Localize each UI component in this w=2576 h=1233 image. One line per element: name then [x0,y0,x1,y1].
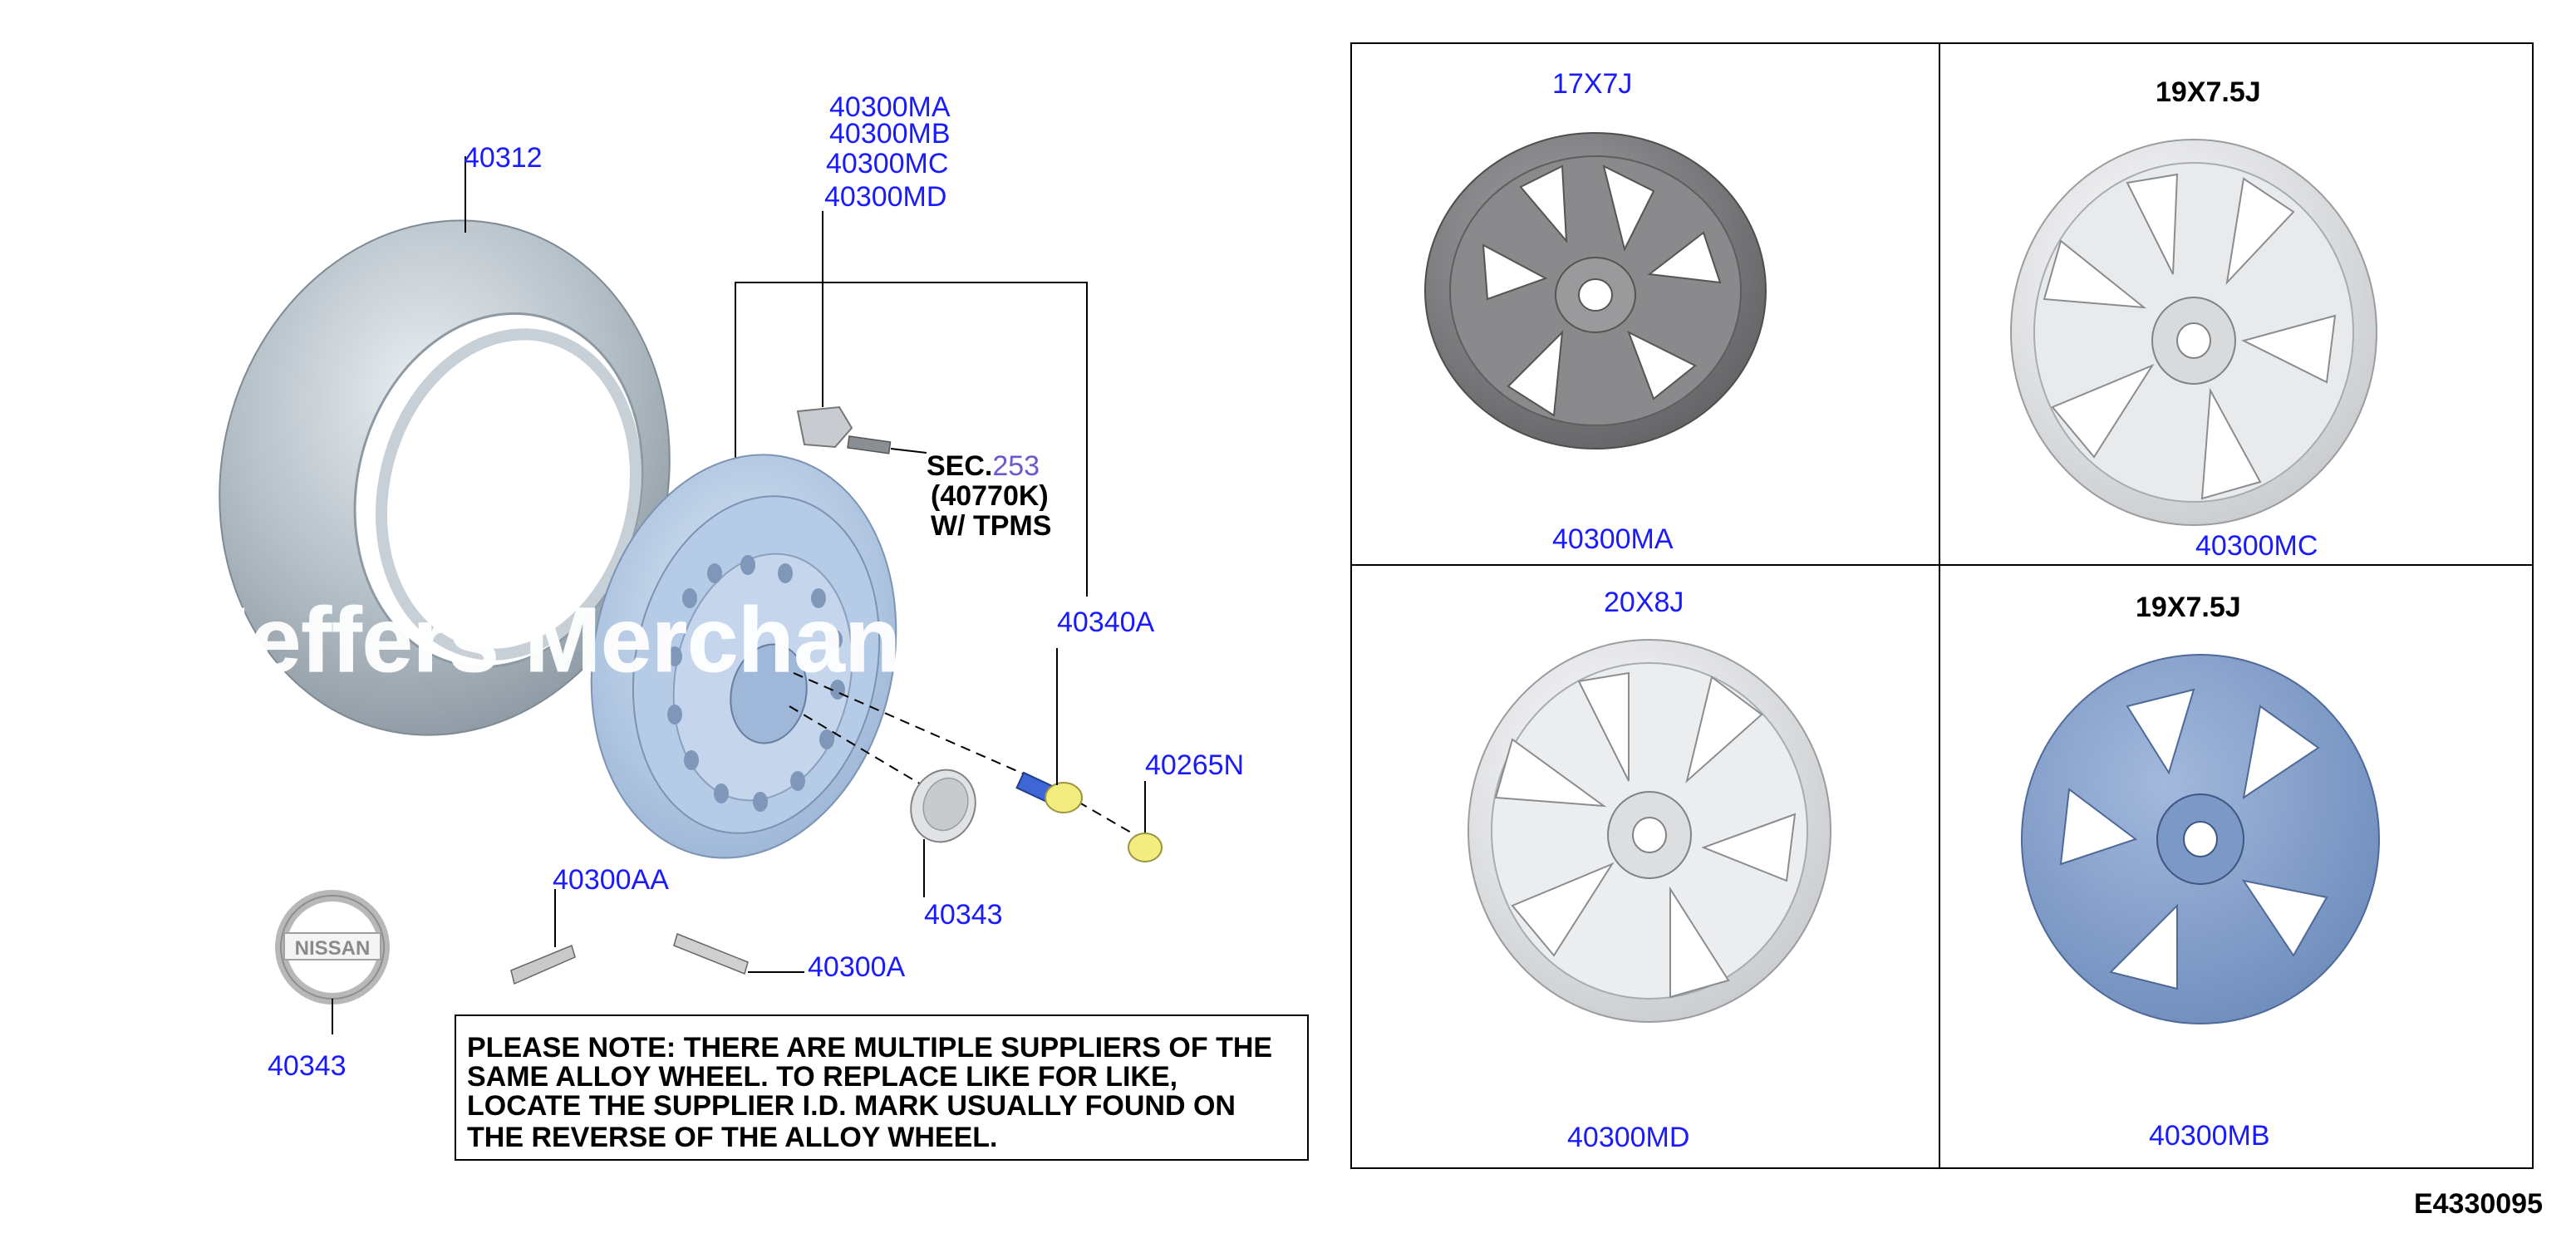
wheel-1-part[interactable]: 40300MA [1552,523,1674,555]
wheel-4-size: 19X7.5J [2136,592,2241,623]
nissan-emblem-icon: NISSAN [275,890,390,1005]
balance-weight-b-icon [673,932,749,975]
silver-alloy-20-wheel-icon [1467,639,1831,1023]
sec-line3: W/ TPMS [931,510,1051,542]
note-line-3: LOCATE THE SUPPLIER I.D. MARK USUALLY FO… [467,1090,1236,1122]
tire-illustration [219,219,671,736]
wheel-3-size: 20X8J [1604,587,1684,618]
steel-rim-illustration [590,454,897,859]
note-line-2: SAME ALLOY WHEEL. TO REPLACE LIKE FOR LI… [467,1061,1177,1093]
note-line-1: PLEASE NOTE: THERE ARE MULTIPLE SUPPLIER… [467,1032,1272,1064]
callout-weight-b[interactable]: 40300A [808,951,906,983]
tpms-sensor-icon [796,405,927,454]
bracket-line [735,282,1088,597]
blue-alloy-wheel-icon [2021,654,2380,1024]
callout-sensor-3[interactable]: 40300MC [826,148,948,179]
callout-nut[interactable]: 40265N [1145,749,1244,781]
callout-cap[interactable]: 40343 [924,899,1003,931]
wheel-cell-2[interactable]: 19X7.5J 40300MC [2010,76,2377,562]
nut-icon [1128,833,1163,862]
dash-axis-nut [1063,793,1143,840]
center-cap-icon [910,769,976,843]
wheel-cell-4[interactable]: 19X7.5J 40300MB [2021,592,2380,1152]
wheel-2-part[interactable]: 40300MC [2195,530,2318,562]
callout-sensor-1[interactable]: 40300MA [829,91,951,123]
dash-axis-valve [793,672,1031,778]
wheel-3-part[interactable]: 40300MD [1567,1122,1689,1153]
supplier-note-box [455,1014,1309,1161]
balance-weight-a-icon [510,944,576,985]
watermark-text: Jeffers Merchant [199,589,931,691]
callout-sensor-4[interactable]: 40300MD [824,181,946,213]
wheel-cell-3[interactable]: 20X8J 40300MD [1467,587,1831,1153]
figure-id: E4330095 [2414,1188,2543,1220]
wheel-2-size: 19X7.5J [2156,76,2261,108]
sec-reference[interactable]: SEC.253 [927,450,1040,482]
wheel-1-size: 17X7J [1552,68,1632,100]
grey-alloy-wheel-icon [1424,132,1767,449]
callout-tire[interactable]: 40312 [464,142,543,174]
note-line-4: THE REVERSE OF THE ALLOY WHEEL. [467,1122,998,1153]
wheel-cell-1[interactable]: 17X7J 40300MA [1424,68,1767,555]
callout-valve[interactable]: 40340A [1057,607,1155,638]
sec-line2: (40770K) [931,480,1049,512]
sec-prefix: SEC. [927,450,992,482]
dash-axis-cap [789,705,923,786]
callout-sensor-2[interactable]: 40300MB [829,118,951,150]
valve-stem-icon [1015,771,1083,813]
silver-alloy-wheel-icon [2010,139,2377,526]
emblem-text: NISSAN [295,937,371,960]
callout-weight-a[interactable]: 40300AA [553,864,669,896]
wheel-4-part[interactable]: 40300MB [2149,1120,2270,1152]
sec-number[interactable]: 253 [992,450,1040,482]
callout-emblem[interactable]: 40343 [268,1050,347,1082]
